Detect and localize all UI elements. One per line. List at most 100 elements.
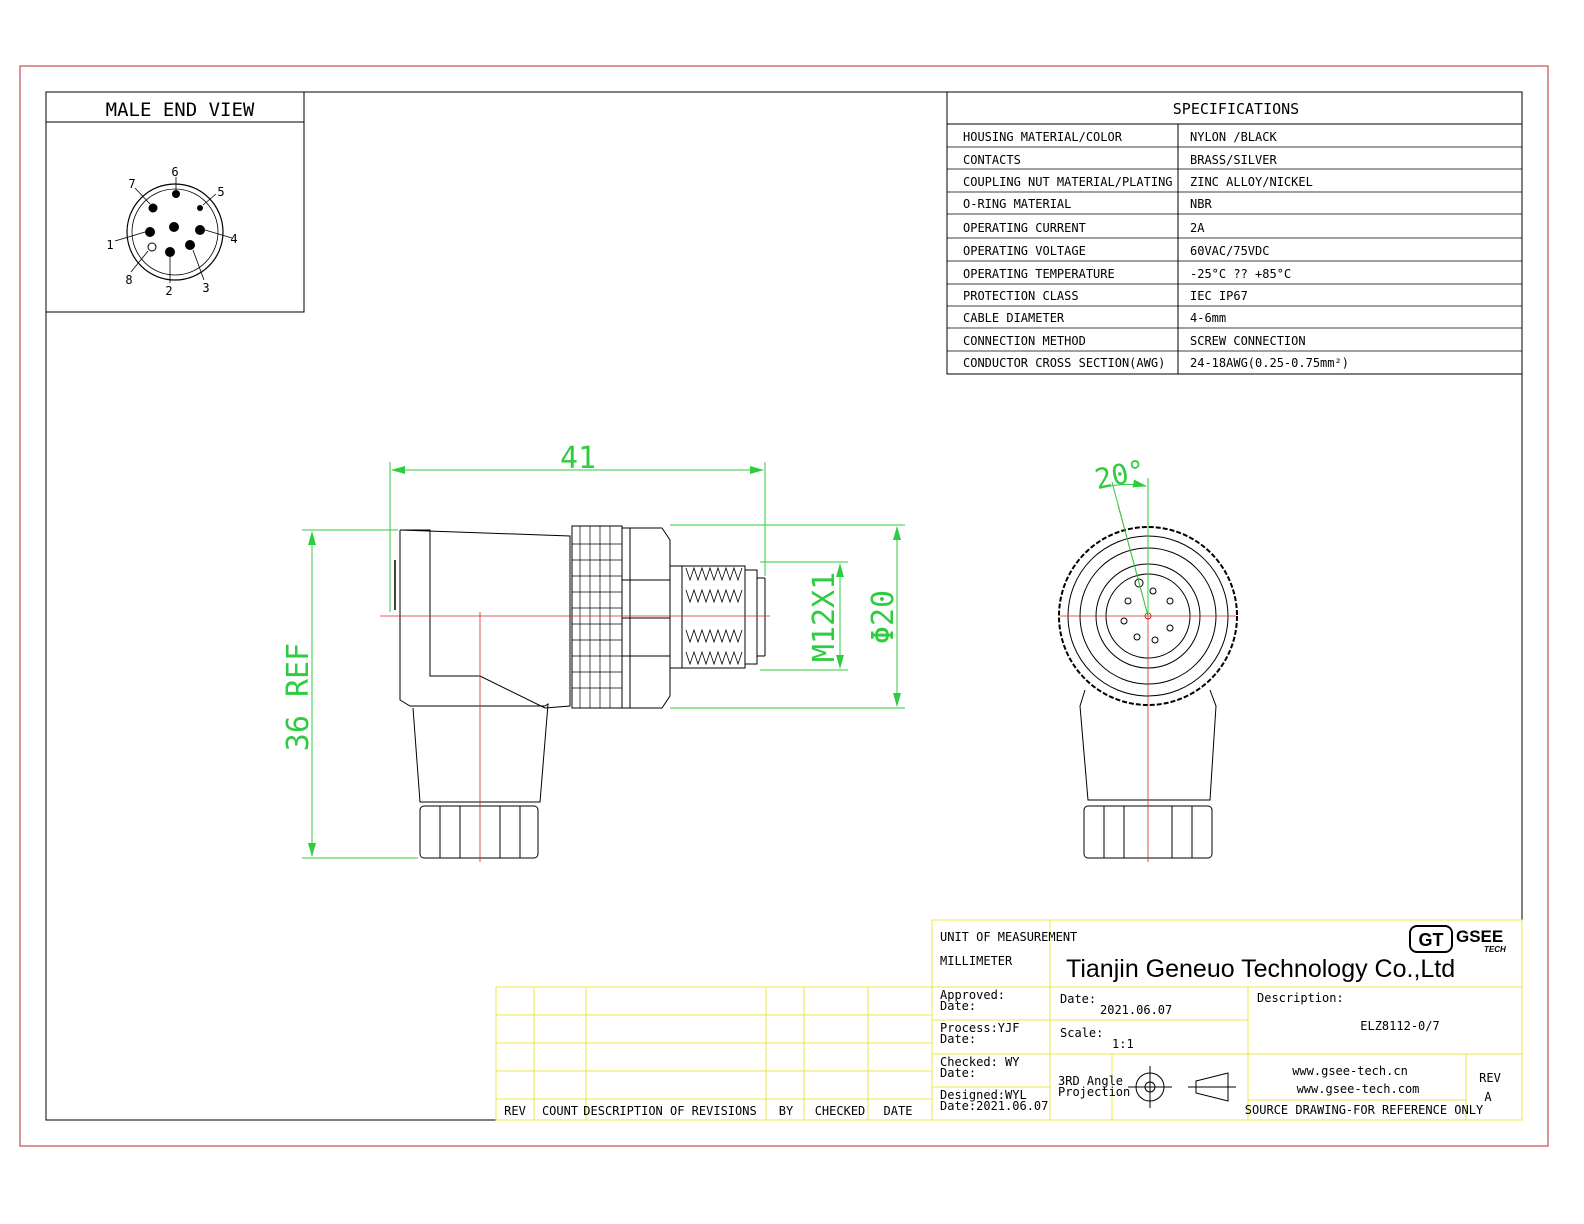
side-coupling-hex <box>621 527 671 709</box>
approved-date: Date: <box>940 999 976 1013</box>
dim-angle: 20° <box>1092 453 1148 496</box>
dim-diameter: Φ20 <box>866 590 901 644</box>
pin-2 <box>165 247 175 257</box>
pin-label-4: 4 <box>230 232 237 246</box>
revisions-table <box>495 986 933 1121</box>
dim-length: 41 <box>560 441 596 476</box>
website-com: www.gsee-tech.com <box>1297 1082 1420 1096</box>
specifications-table: SPECIFICATIONS HOUSING MATERIAL/COLOR NY… <box>946 91 1523 375</box>
projection-label-1: 3RD Angle <box>1058 1074 1123 1088</box>
pin-label-1: 1 <box>106 238 113 252</box>
side-thread <box>681 565 746 669</box>
front-angle-dimension <box>1099 478 1149 617</box>
title-block <box>931 919 1523 1121</box>
date-value: 2021.06.07 <box>1100 1003 1172 1017</box>
description-label: Description: <box>1257 991 1344 1005</box>
spec-value: 4-6mm <box>1190 311 1226 325</box>
company-logo: GT GSEE TECH <box>1409 925 1506 954</box>
rev-header-checked: CHECKED <box>815 1104 866 1118</box>
pin-center <box>169 222 179 232</box>
pin-5 <box>197 205 203 211</box>
spec-label: OPERATING CURRENT <box>963 221 1086 235</box>
end-view-title: MALE END VIEW <box>106 99 255 121</box>
pin-label-8: 8 <box>125 273 132 287</box>
date-label: Date: <box>1060 992 1096 1006</box>
pin-1 <box>145 227 155 237</box>
unit-value: MILLIMETER <box>940 954 1013 968</box>
spec-label: OPERATING TEMPERATURE <box>963 267 1115 281</box>
checked-label: Checked: WY <box>940 1055 1020 1069</box>
dim-height: 36 REF <box>281 643 316 751</box>
pin-label-6: 6 <box>171 165 178 179</box>
spec-label: O-RING MATERIAL <box>963 197 1071 211</box>
spec-value: IEC IP67 <box>1190 289 1248 303</box>
spec-label: CABLE DIAMETER <box>963 311 1065 325</box>
specs-title: SPECIFICATIONS <box>1173 100 1299 118</box>
spec-label: COUPLING NUT MATERIAL/PLATING <box>963 175 1173 189</box>
rev-value: A <box>1484 1090 1492 1104</box>
pin-7 <box>148 203 158 213</box>
pin-label-2: 2 <box>165 284 172 298</box>
side-knurled-nut <box>571 525 623 709</box>
spec-value: 60VAC/75VDC <box>1190 244 1269 258</box>
description-value: ELZ8112-0/7 <box>1360 1019 1439 1033</box>
rev-header-by: BY <box>779 1104 794 1118</box>
side-cable-boot <box>412 703 549 803</box>
pin-8-key <box>147 242 157 252</box>
designed-date: Date:2021.06.07 <box>940 1099 1048 1113</box>
logo-mark: GT <box>1419 930 1444 950</box>
logo-text: GSEE <box>1456 927 1503 946</box>
pin-label-7: 7 <box>128 177 135 191</box>
spec-label: CONTACTS <box>963 153 1021 167</box>
side-dimensions <box>302 462 905 859</box>
spec-label: CONDUCTOR CROSS SECTION(AWG) <box>963 356 1165 370</box>
side-body-back <box>399 530 545 707</box>
approved-label: Approved: <box>940 988 1005 1002</box>
website-cn: www.gsee-tech.cn <box>1292 1064 1408 1078</box>
side-cable-nut <box>419 805 539 859</box>
front-body <box>1079 689 1217 801</box>
side-view <box>394 525 766 859</box>
source-note: SOURCE DRAWING-FOR REFERENCE ONLY <box>1245 1103 1484 1117</box>
pin-label-5: 5 <box>217 185 224 199</box>
pin-label-3: 3 <box>202 281 209 295</box>
unit-label: UNIT OF MEASUREMENT <box>940 930 1077 944</box>
spec-value: NYLON /BLACK <box>1190 130 1277 144</box>
pin-3 <box>185 240 195 250</box>
designed-label: Designed:WYL <box>940 1088 1027 1102</box>
rev-label: REV <box>1479 1071 1501 1085</box>
pin-4 <box>195 225 205 235</box>
dim-thread: M12X1 <box>807 572 842 662</box>
rev-header-description: DESCRIPTION OF REVISIONS <box>583 1104 756 1118</box>
spec-value: NBR <box>1190 197 1212 211</box>
spec-value: BRASS/SILVER <box>1190 153 1277 167</box>
side-thread-base <box>669 565 683 669</box>
outer-frame <box>19 65 1549 1147</box>
spec-label: HOUSING MATERIAL/COLOR <box>963 130 1123 144</box>
scale-label: Scale: <box>1060 1026 1103 1040</box>
front-knurl-ring <box>1058 526 1238 706</box>
process-date: Date: <box>940 1032 976 1046</box>
third-angle-projection-symbol <box>1128 1066 1236 1108</box>
connector-face-outer <box>126 183 224 281</box>
connector-face-inner <box>131 188 219 276</box>
side-centerlines <box>380 612 770 862</box>
checked-date: Date: <box>940 1066 976 1080</box>
spec-label: CONNECTION METHOD <box>963 334 1086 348</box>
process-label: Process:YJF <box>940 1021 1019 1035</box>
scale-value: 1:1 <box>1112 1037 1134 1051</box>
rev-header-date: DATE <box>884 1104 913 1118</box>
side-body-outline <box>399 529 571 709</box>
male-end-view-panel: MALE END VIEW 6 7 5 1 4 8 2 3 <box>45 91 305 313</box>
spec-value: 24-18AWG(0.25-0.75mm²) <box>1190 356 1349 370</box>
side-pin-face <box>744 569 758 665</box>
spec-value: -25°C ?? +85°C <box>1190 267 1291 281</box>
logo-sub: TECH <box>1484 945 1506 954</box>
rev-header-count: COUNT <box>542 1104 578 1118</box>
spec-label: OPERATING VOLTAGE <box>963 244 1086 258</box>
spec-value: ZINC ALLOY/NICKEL <box>1190 175 1313 189</box>
spec-value: SCREW CONNECTION <box>1190 334 1306 348</box>
spec-value: 2A <box>1190 221 1205 235</box>
company-name: Tianjin Geneuo Technology Co.,Ltd <box>1066 955 1455 983</box>
